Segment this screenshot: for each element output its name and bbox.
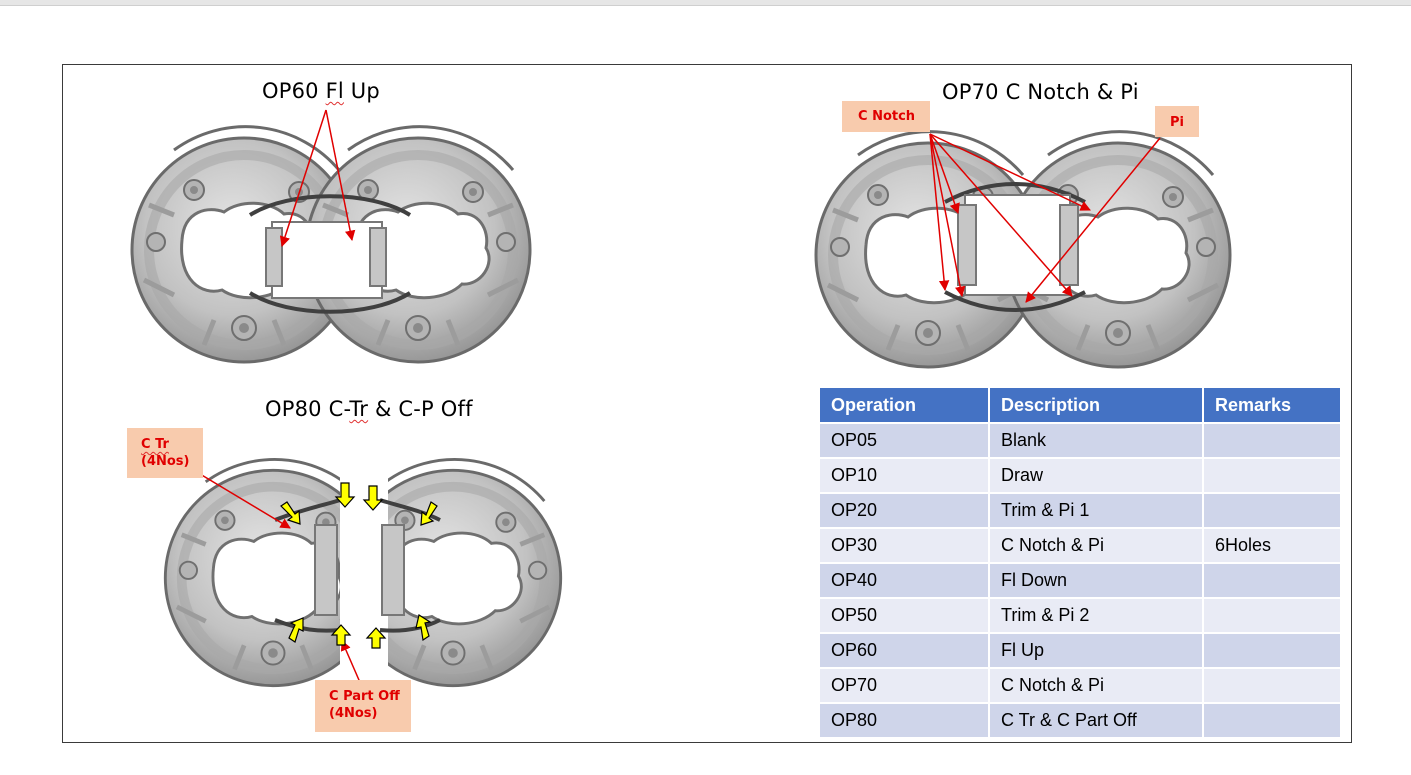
cell-operation: OP80 (818, 702, 990, 739)
cell-description: C Tr & C Part Off (988, 702, 1204, 739)
cell-operation: OP20 (818, 492, 990, 529)
pi-callout: Pi (1155, 106, 1199, 137)
yellow-arrow-up-mid (330, 624, 352, 646)
header-description: Description (988, 386, 1204, 424)
cell-remarks (1202, 562, 1342, 599)
header-remarks: Remarks (1202, 386, 1342, 424)
table-row: OP70 C Notch & Pi (818, 667, 1342, 704)
cell-remarks (1202, 422, 1342, 459)
cell-remarks (1202, 632, 1342, 669)
c-part-off-callout: C Part Off (4Nos) (315, 680, 411, 732)
table-row: OP30 C Notch & Pi 6Holes (818, 527, 1342, 564)
yellow-arrow-up-left (288, 617, 304, 643)
operations-table: Operation Description Remarks OP05 Blank… (818, 386, 1342, 739)
op80-yellow-arrows (280, 482, 438, 649)
cell-remarks (1202, 667, 1342, 704)
table-row: OP20 Trim & Pi 1 (818, 492, 1342, 529)
op80-title: OP80 C-Tr & C-P Off (265, 397, 473, 421)
cell-remarks: 6Holes (1202, 527, 1342, 564)
cell-description: C Notch & Pi (988, 527, 1204, 564)
op60-title: OP60 Fl Up (262, 79, 380, 103)
c-part-off-callout-line1: C Part Off (329, 689, 400, 704)
table-row: OP05 Blank (818, 422, 1342, 459)
cell-description: C Notch & Pi (988, 667, 1204, 704)
window-top-bar (0, 0, 1411, 6)
yellow-arrow-up-right-diag (415, 614, 432, 642)
cell-operation: OP10 (818, 457, 990, 494)
op80-arrows (189, 467, 363, 688)
table-row: OP50 Trim & Pi 2 (818, 597, 1342, 634)
cell-operation: OP05 (818, 422, 990, 459)
yellow-arrow-down-right (362, 485, 384, 511)
c-notch-callout: C Notch (842, 101, 930, 132)
op70-arrows (929, 133, 1161, 303)
cell-description: Fl Down (988, 562, 1204, 599)
cell-operation: OP60 (818, 632, 990, 669)
cell-remarks (1202, 702, 1342, 739)
op80-part (165, 455, 560, 695)
cell-description: Trim & Pi 1 (988, 492, 1204, 529)
cell-description: Draw (988, 457, 1204, 494)
c-tr-callout-line1: C Tr (141, 437, 169, 452)
table-row: OP80 C Tr & C Part Off (818, 702, 1342, 739)
op70-title: OP70 C Notch & Pi (942, 80, 1139, 104)
header-operation: Operation (818, 386, 990, 424)
cell-description: Trim & Pi 2 (988, 597, 1204, 634)
cell-remarks (1202, 457, 1342, 494)
yellow-arrow-diag-left-top (280, 501, 301, 525)
cell-operation: OP30 (818, 527, 990, 564)
c-part-off-callout-line2: (4Nos) (329, 706, 378, 721)
op60-arrows (279, 109, 356, 247)
table-row: OP60 Fl Up (818, 632, 1342, 669)
cell-description: Fl Up (988, 632, 1204, 669)
yellow-arrow-down-left (334, 482, 356, 508)
table-row: OP10 Draw (818, 457, 1342, 494)
c-tr-callout: C Tr (4Nos) (127, 428, 203, 478)
yellow-arrow-diag-right-top (420, 501, 438, 526)
yellow-arrow-up-right (365, 627, 387, 649)
cell-operation: OP50 (818, 597, 990, 634)
cell-remarks (1202, 597, 1342, 634)
op70-part (816, 132, 1230, 367)
cell-remarks (1202, 492, 1342, 529)
cell-operation: OP70 (818, 667, 990, 704)
cell-description: Blank (988, 422, 1204, 459)
table-row: OP40 Fl Down (818, 562, 1342, 599)
cell-operation: OP40 (818, 562, 990, 599)
table-header-row: Operation Description Remarks (818, 386, 1342, 424)
c-tr-callout-line2: (4Nos) (141, 454, 190, 469)
op60-part (132, 127, 530, 362)
